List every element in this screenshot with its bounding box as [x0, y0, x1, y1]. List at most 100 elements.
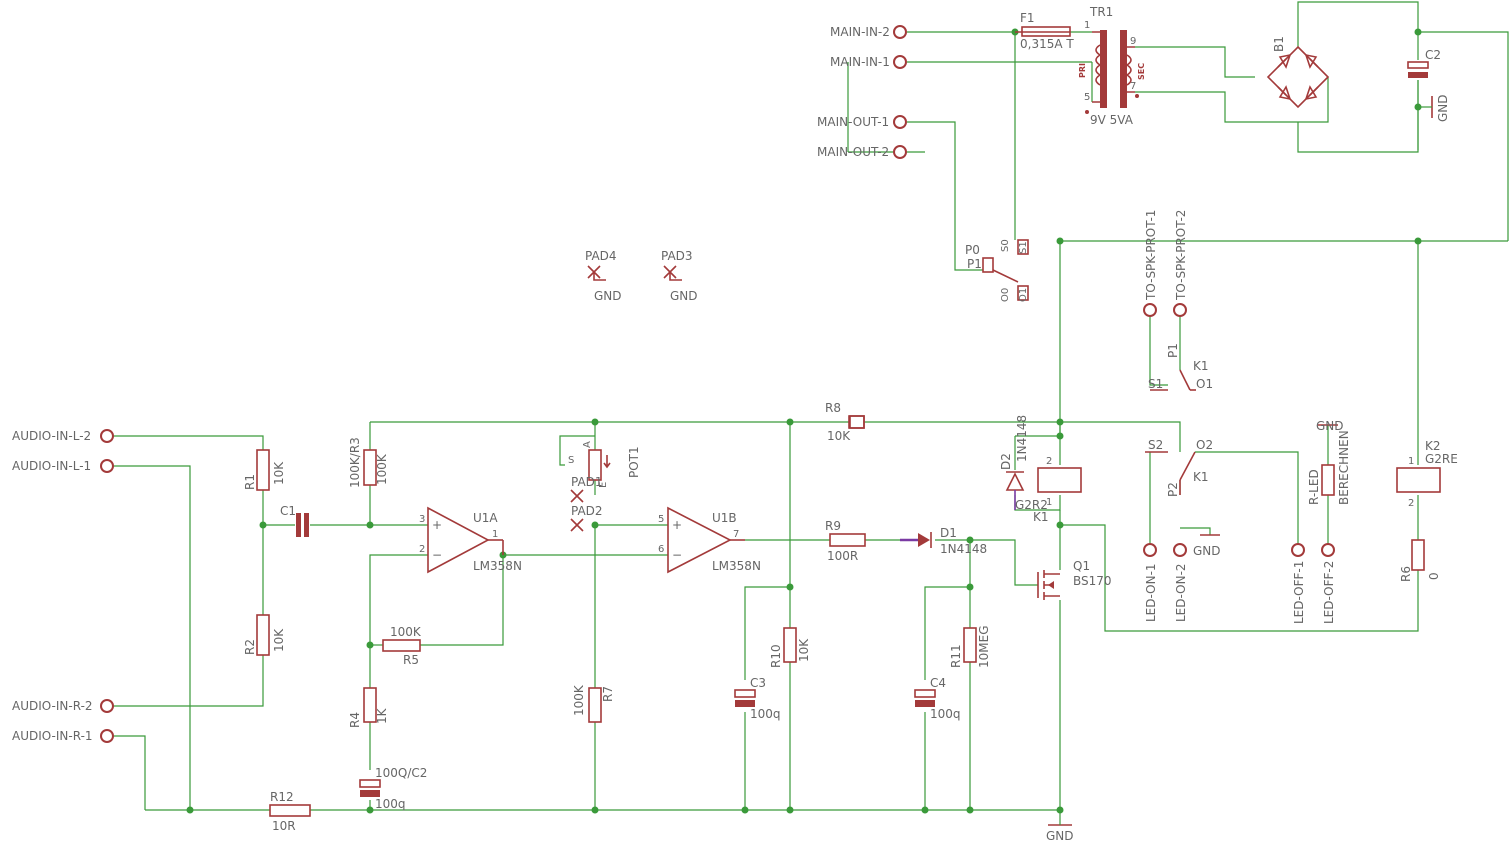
label-k1b-o2: O2	[1196, 438, 1213, 452]
label-d1-value: 1N4148	[940, 542, 987, 556]
label-u1a-minus: −	[432, 548, 442, 562]
label-q1-value: BS170	[1073, 574, 1112, 588]
label-c5-value: 100q	[375, 797, 406, 811]
label-spk-1: TO-SPK-PROT-1	[1144, 210, 1158, 301]
label-r8: R8	[825, 401, 841, 415]
resistor-r1-symbol	[256, 449, 270, 491]
diode-d2-symbol	[1005, 471, 1025, 510]
port-audio-r2	[100, 699, 114, 713]
diode-d1-symbol	[900, 532, 932, 548]
label-r-led: R-LED	[1307, 469, 1321, 505]
label-d1: D1	[940, 526, 957, 540]
port-main-out-2	[893, 145, 907, 159]
label-r12: R12	[270, 790, 294, 804]
resistor-r4-symbol	[363, 687, 377, 723]
connector-ports	[100, 25, 1335, 743]
label-u1b: U1B	[712, 511, 737, 525]
power-switch-symbol	[982, 239, 1029, 301]
label-main-in-2: MAIN-IN-2	[830, 25, 890, 39]
label-pot1-a: A	[582, 441, 593, 448]
pad2-symbol	[570, 518, 584, 532]
resistor-r5-symbol	[382, 639, 421, 652]
label-u1a-plus: +	[432, 518, 442, 532]
pad1-symbol	[570, 489, 584, 503]
label-k2-type: G2RE	[1425, 452, 1458, 466]
label-u1a-pin1: 1	[492, 529, 498, 540]
port-audio-l2	[100, 429, 114, 443]
label-led-on-1: LED-ON-1	[1144, 563, 1158, 622]
label-main-out-1: MAIN-OUT-1	[817, 115, 889, 129]
label-r7-value: 100K	[572, 684, 586, 716]
label-sw-o1: O1	[1018, 288, 1029, 302]
label-pad2: PAD2	[571, 504, 603, 518]
label-pot1: POT1	[627, 446, 641, 478]
label-r11: R11	[949, 644, 963, 668]
label-r8-value: 10K	[827, 429, 851, 443]
label-u1a-value: LM358N	[473, 559, 522, 573]
label-r4-value: 1K	[375, 707, 389, 724]
label-f1-value: 0,315A T	[1020, 37, 1074, 51]
label-u1a-pin2: 2	[419, 544, 425, 555]
capacitor-c1-symbol	[296, 513, 309, 537]
label-sw-p0: P0	[965, 243, 980, 257]
label-r-led-value: BERECHNEN	[1337, 430, 1351, 505]
label-d2-value: 1N4148	[1015, 415, 1029, 462]
label-r6: R6	[1399, 566, 1413, 582]
label-led-off-1: LED-OFF-1	[1292, 561, 1306, 624]
resistor-r7-symbol	[588, 687, 602, 723]
resistor-r3-symbol	[363, 449, 377, 486]
label-r6-value: 0	[1427, 572, 1441, 580]
resistor-r10-symbol	[783, 627, 797, 663]
potentiometer-pot1-symbol	[588, 449, 611, 481]
label-c1: C1	[280, 504, 296, 518]
label-pad4: PAD4	[585, 249, 617, 263]
label-audio-l2: AUDIO-IN-L-2	[12, 429, 91, 443]
port-main-in-1	[893, 55, 907, 69]
label-tr1-pin9: 9	[1130, 36, 1136, 47]
label-r10: R10	[769, 644, 783, 668]
label-r1: R1	[243, 474, 257, 490]
gnd-symbols	[1048, 424, 1338, 826]
label-k1a-o1: O1	[1196, 377, 1213, 391]
label-pad4-gnd: GND	[594, 289, 622, 303]
bridge-rectifier-b1-symbol	[1266, 45, 1330, 109]
capacitor-c3-symbol	[734, 689, 756, 707]
label-u1a-pin3: 3	[419, 514, 425, 525]
resistor-r11-symbol	[963, 627, 977, 663]
label-r5: R5	[403, 653, 419, 667]
components	[256, 26, 1441, 826]
label-pad3-gnd: GND	[670, 289, 698, 303]
label-k1b-p2: P2	[1166, 482, 1180, 497]
junctions	[186, 28, 1422, 814]
label-u1b-pin6: 6	[658, 544, 664, 555]
label-main-out-2: MAIN-OUT-2	[817, 145, 889, 159]
resistor-r6-symbol	[1411, 539, 1425, 571]
label-c4-value: 100q	[930, 707, 961, 721]
label-u1b-value: LM358N	[712, 559, 761, 573]
label-q1: Q1	[1073, 559, 1090, 573]
label-pot1-s: S	[568, 455, 574, 466]
label-c4: C4	[930, 676, 946, 690]
label-k1a-p1: P1	[1166, 343, 1180, 358]
label-spk-2: TO-SPK-PROT-2	[1174, 210, 1188, 301]
capacitor-c5-symbol	[359, 779, 381, 797]
relay-k2-coil-symbol	[1396, 467, 1441, 493]
label-c3: C3	[750, 676, 766, 690]
label-tr1-value: 9V 5VA	[1090, 113, 1134, 127]
label-sw-o0: O0	[1000, 288, 1011, 302]
port-main-out-1	[893, 115, 907, 129]
label-r10-value: 10K	[797, 638, 811, 662]
port-led-off-1	[1291, 543, 1305, 557]
label-audio-r2: AUDIO-IN-R-2	[12, 699, 93, 713]
label-k1-coil: K1	[1033, 510, 1049, 524]
label-k2: K2	[1425, 439, 1441, 453]
pad4-symbol	[587, 265, 606, 281]
label-d2: D2	[999, 453, 1013, 470]
label-c2-gnd: GND	[1436, 94, 1450, 122]
label-u1b-plus: +	[672, 518, 682, 532]
label-k1-pin2: 2	[1046, 456, 1052, 467]
label-sw-s1: S1	[1018, 241, 1029, 254]
label-k2-pin1: 1	[1408, 456, 1414, 467]
wires	[113, 1, 1509, 811]
